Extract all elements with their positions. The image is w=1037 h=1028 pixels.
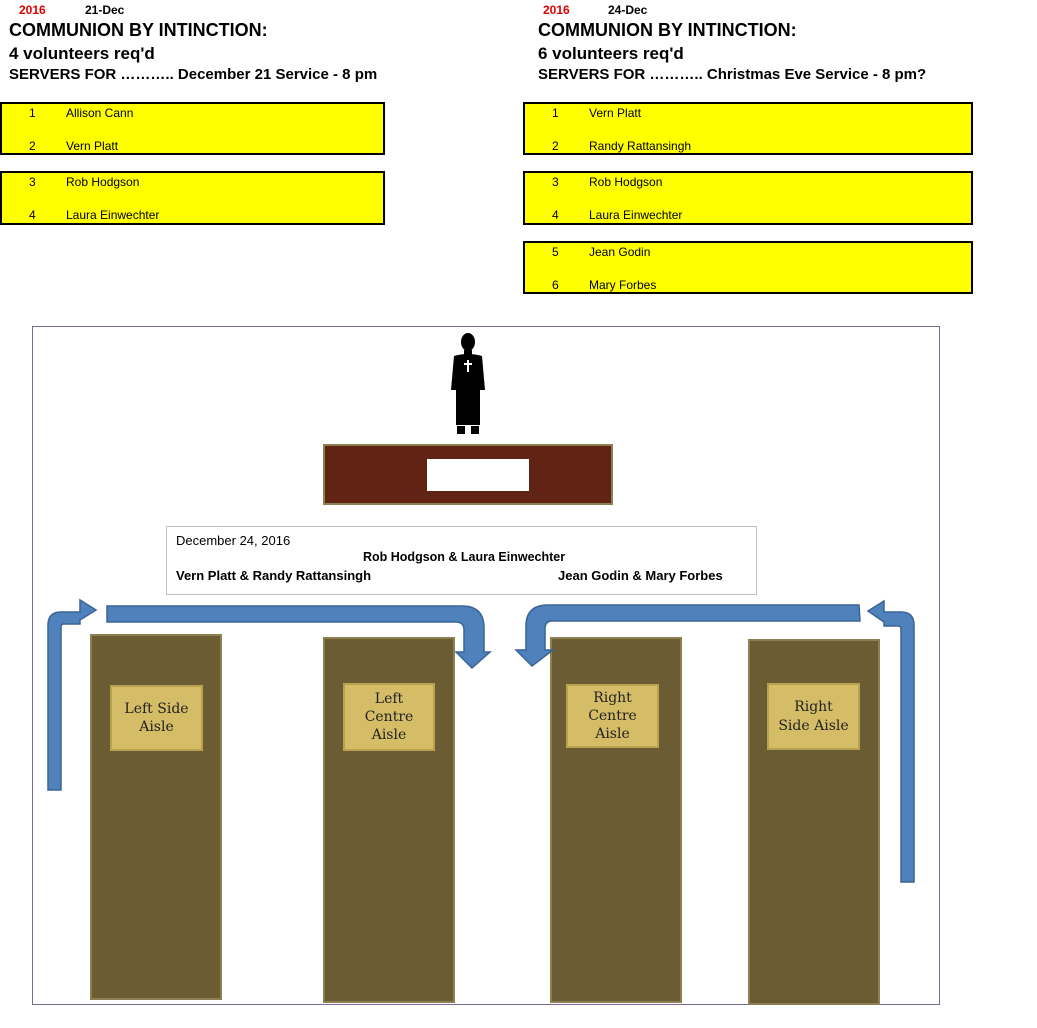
left-title: COMMUNION BY INTINCTION: [9,20,268,40]
left-year: 2016 [19,3,46,17]
altar-table-icon [323,444,613,505]
server-name: Mary Forbes [589,278,657,292]
left-volunteers: 4 volunteers req'd [9,44,155,63]
left-servers-for: SERVERS FOR ……….. December 21 Service - … [9,66,378,83]
right-date: 24-Dec [608,3,648,17]
right-year: 2016 [543,3,570,17]
server-assignment-box: December 24, 2016 Rob Hodgson & Laura Ei… [166,526,757,595]
server-name: Laura Einwechter [66,208,160,222]
assignment-date: December 24, 2016 [176,533,291,548]
server-name: Laura Einwechter [589,208,683,222]
server-name: Vern Platt [589,106,642,120]
centre-pair: Rob Hodgson & Laura Einwechter [363,550,566,564]
right-pair: Jean Godin & Mary Forbes [558,568,723,583]
server-name: Rob Hodgson [66,175,140,189]
server-name: Randy Rattansingh [589,139,692,153]
right-servers-for: SERVERS FOR ……….. Christmas Eve Service … [538,66,927,83]
server-name: Allison Cann [66,106,134,120]
altar-cloth [427,459,529,491]
server-name: Jean Godin [589,245,651,259]
right-title: COMMUNION BY INTINCTION: [538,20,797,40]
left-pair: Vern Platt & Randy Rattansingh [176,568,372,583]
server-name: Vern Platt [66,139,119,153]
right-volunteers: 6 volunteers req'd [538,44,684,63]
minister-figure-icon [451,333,485,434]
left-date: 21-Dec [85,3,125,17]
server-name: Rob Hodgson [589,175,663,189]
